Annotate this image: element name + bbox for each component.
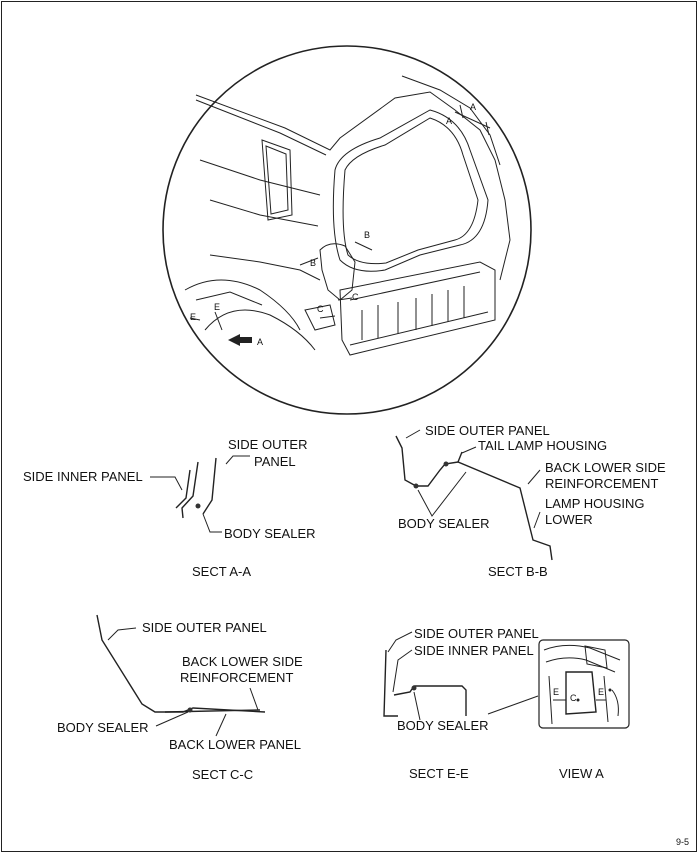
bb-lamp-housing-1: LAMP HOUSING [545, 496, 645, 511]
bb-body-sealer: BODY SEALER [398, 516, 490, 531]
marker-e-left: E [190, 312, 197, 322]
view-a-caption: VIEW A [559, 766, 604, 781]
marker-b-right: B [364, 230, 371, 240]
aa-side-outer-panel: SIDE OUTER [228, 437, 308, 452]
aa-caption: SECT A-A [192, 564, 252, 579]
bb-back-lower-side-1: BACK LOWER SIDE [545, 460, 666, 475]
aa-side-outer-panel-2: PANEL [254, 454, 296, 469]
cc-body-sealer: BODY SEALER [57, 720, 149, 735]
marker-b-left: B [310, 258, 317, 268]
ee-caption: SECT E-E [409, 766, 469, 781]
marker-c-right: C [352, 292, 359, 302]
bb-caption: SECT B-B [488, 564, 548, 579]
marker-a-lower: A [446, 116, 453, 126]
view-a-arrow [228, 334, 252, 346]
view-a-marker-e-right: E [598, 687, 605, 697]
view-a-marker-c: C [570, 693, 577, 703]
view-a-marker-e-left: E [553, 687, 560, 697]
ee-side-inner-panel: SIDE INNER PANEL [414, 643, 534, 658]
page-number: 9-5 [676, 837, 690, 847]
ee-body-sealer: BODY SEALER [397, 718, 489, 733]
bb-back-lower-side-2: REINFORCEMENT [545, 476, 659, 491]
ee-side-outer-panel: SIDE OUTER PANEL [414, 626, 539, 641]
bb-tail-lamp-housing: TAIL LAMP HOUSING [478, 438, 608, 453]
bb-lamp-housing-2: LOWER [545, 512, 593, 527]
detail-circle [162, 45, 532, 415]
marker-c-left: C [317, 304, 324, 314]
view-a-arrow-label: A [257, 337, 264, 347]
bb-side-outer-panel: SIDE OUTER PANEL [425, 423, 550, 438]
section-cut-marks [189, 104, 491, 331]
cc-back-lower-side-2: REINFORCEMENT [180, 670, 294, 685]
cc-back-lower-panel: BACK LOWER PANEL [169, 737, 301, 752]
aa-side-inner-panel: SIDE INNER PANEL [23, 469, 143, 484]
cc-caption: SECT C-C [192, 767, 254, 782]
marker-a-top: A [470, 102, 477, 112]
cc-back-lower-side-1: BACK LOWER SIDE [182, 654, 303, 669]
marker-e-right: E [214, 302, 221, 312]
vehicle-body-outline [184, 75, 511, 356]
aa-body-sealer: BODY SEALER [224, 526, 316, 541]
cc-side-outer-panel: SIDE OUTER PANEL [142, 620, 267, 635]
